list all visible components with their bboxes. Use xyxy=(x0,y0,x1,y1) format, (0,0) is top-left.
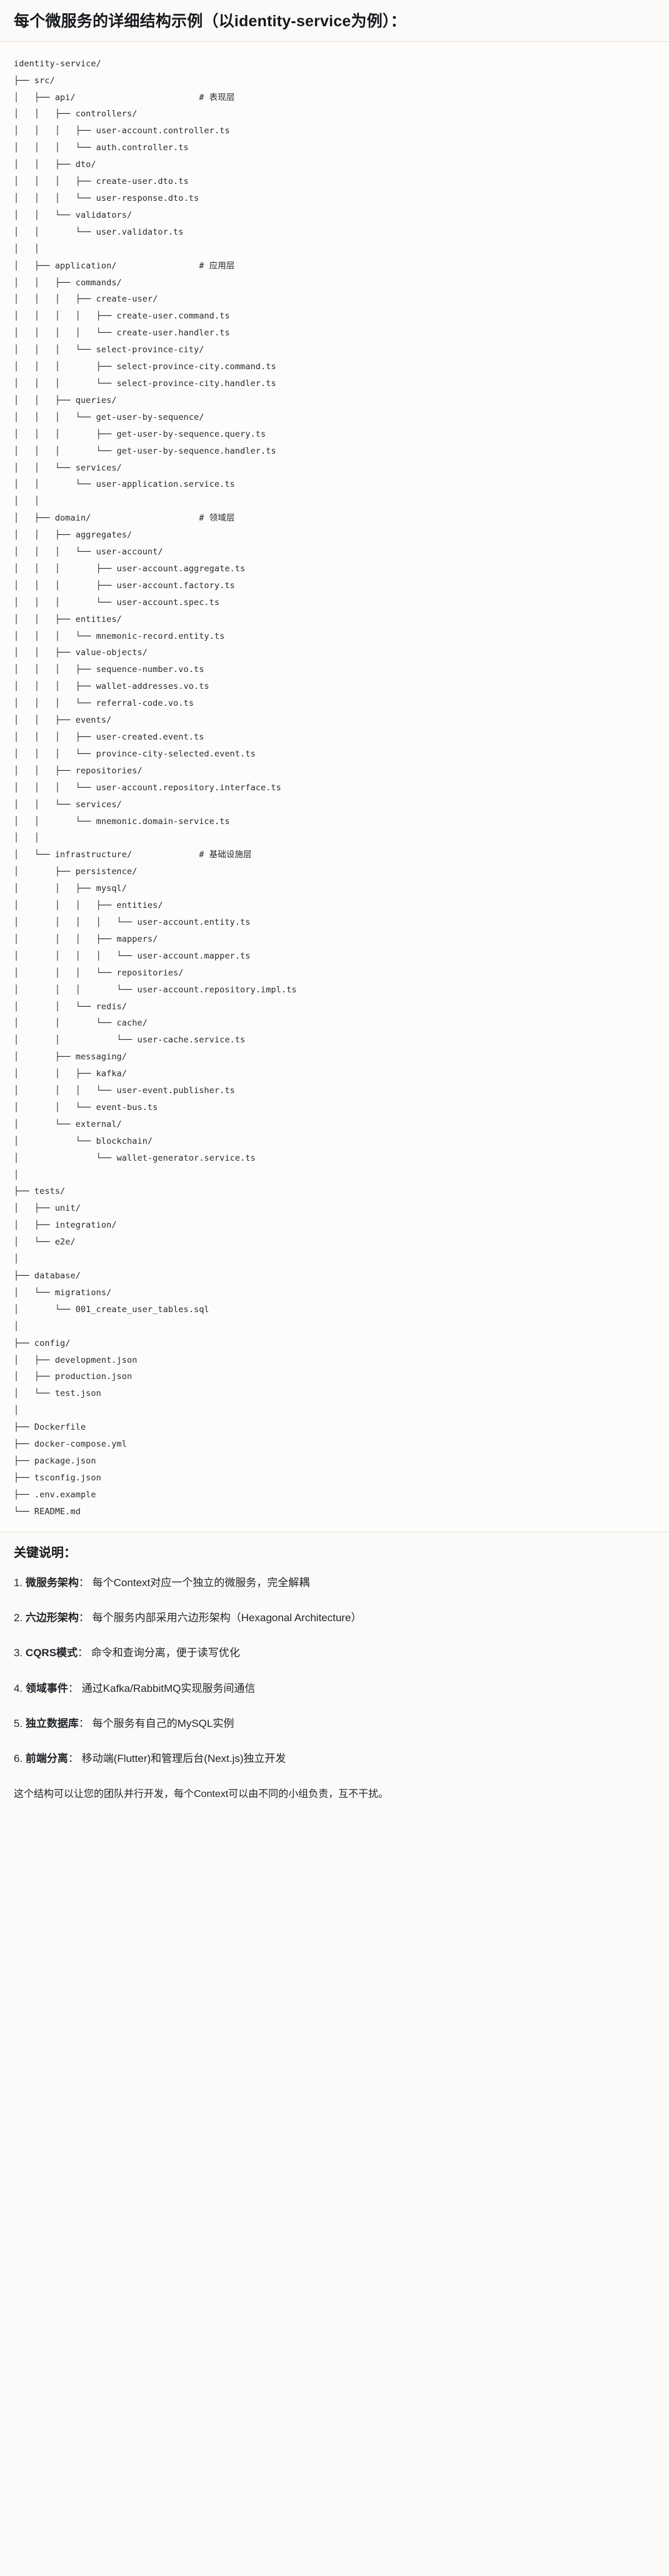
note-separator: ： xyxy=(78,1576,89,1589)
note-item: 2. 六边形架构： 每个服务内部采用六边形架构（Hexagonal Archit… xyxy=(14,1610,655,1626)
note-number: 3. xyxy=(14,1647,23,1659)
note-separator: ： xyxy=(68,1682,79,1694)
note-term: 六边形架构 xyxy=(25,1611,79,1624)
note-description: 每个服务内部采用六边形架构（Hexagonal Architecture） xyxy=(92,1611,362,1624)
note-item: 6. 前端分离： 移动端(Flutter)和管理后台(Next.js)独立开发 xyxy=(14,1751,655,1767)
directory-tree: identity-service/ ├── src/ │ ├── api/ # … xyxy=(14,58,297,1517)
note-term: 领域事件 xyxy=(25,1682,68,1694)
note-term: 微服务架构 xyxy=(25,1576,79,1589)
note-term: 前端分离 xyxy=(25,1753,68,1765)
note-item: 3. CQRS模式： 命令和查询分离，便于读写优化 xyxy=(14,1645,655,1661)
note-item: 5. 独立数据库： 每个服务有自己的MySQL实例 xyxy=(14,1716,655,1732)
note-description: 每个服务有自己的MySQL实例 xyxy=(92,1717,234,1729)
note-separator: ： xyxy=(78,1647,89,1659)
note-number: 4. xyxy=(14,1682,23,1694)
note-description: 命令和查询分离，便于读写优化 xyxy=(91,1647,240,1659)
bottom-spacer xyxy=(0,1818,669,1823)
document-page: 每个微服务的详细结构示例（以identity-service为例）： ident… xyxy=(0,13,669,1823)
note-separator: ： xyxy=(68,1753,79,1765)
key-notes-section: 关键说明： 1. 微服务架构： 每个Context对应一个独立的微服务，完全解耦… xyxy=(0,1532,669,1819)
note-description: 每个Context对应一个独立的微服务，完全解耦 xyxy=(92,1576,310,1589)
header-divider xyxy=(0,41,669,42)
note-number: 5. xyxy=(14,1717,23,1729)
closing-paragraph: 这个结构可以让您的团队并行开发，每个Context可以由不同的小组负责，互不干扰… xyxy=(14,1788,389,1800)
note-description: 移动端(Flutter)和管理后台(Next.js)独立开发 xyxy=(81,1753,286,1765)
key-notes-title: 关键说明： xyxy=(14,1545,76,1560)
note-item: 4. 领域事件： 通过Kafka/RabbitMQ实现服务间通信 xyxy=(14,1681,655,1697)
note-term: 独立数据库 xyxy=(25,1717,79,1729)
directory-tree-block: identity-service/ ├── src/ │ ├── api/ # … xyxy=(0,41,669,1532)
note-separator: ： xyxy=(78,1611,89,1624)
note-number: 6. xyxy=(14,1753,23,1765)
note-description: 通过Kafka/RabbitMQ实现服务间通信 xyxy=(81,1682,256,1694)
note-separator: ： xyxy=(78,1717,89,1729)
page-title: 每个微服务的详细结构示例（以identity-service为例）： xyxy=(14,13,406,30)
note-term: CQRS模式 xyxy=(25,1647,78,1659)
note-number: 1. xyxy=(14,1576,23,1589)
note-item: 1. 微服务架构： 每个Context对应一个独立的微服务，完全解耦 xyxy=(14,1575,655,1591)
note-number: 2. xyxy=(14,1611,23,1624)
